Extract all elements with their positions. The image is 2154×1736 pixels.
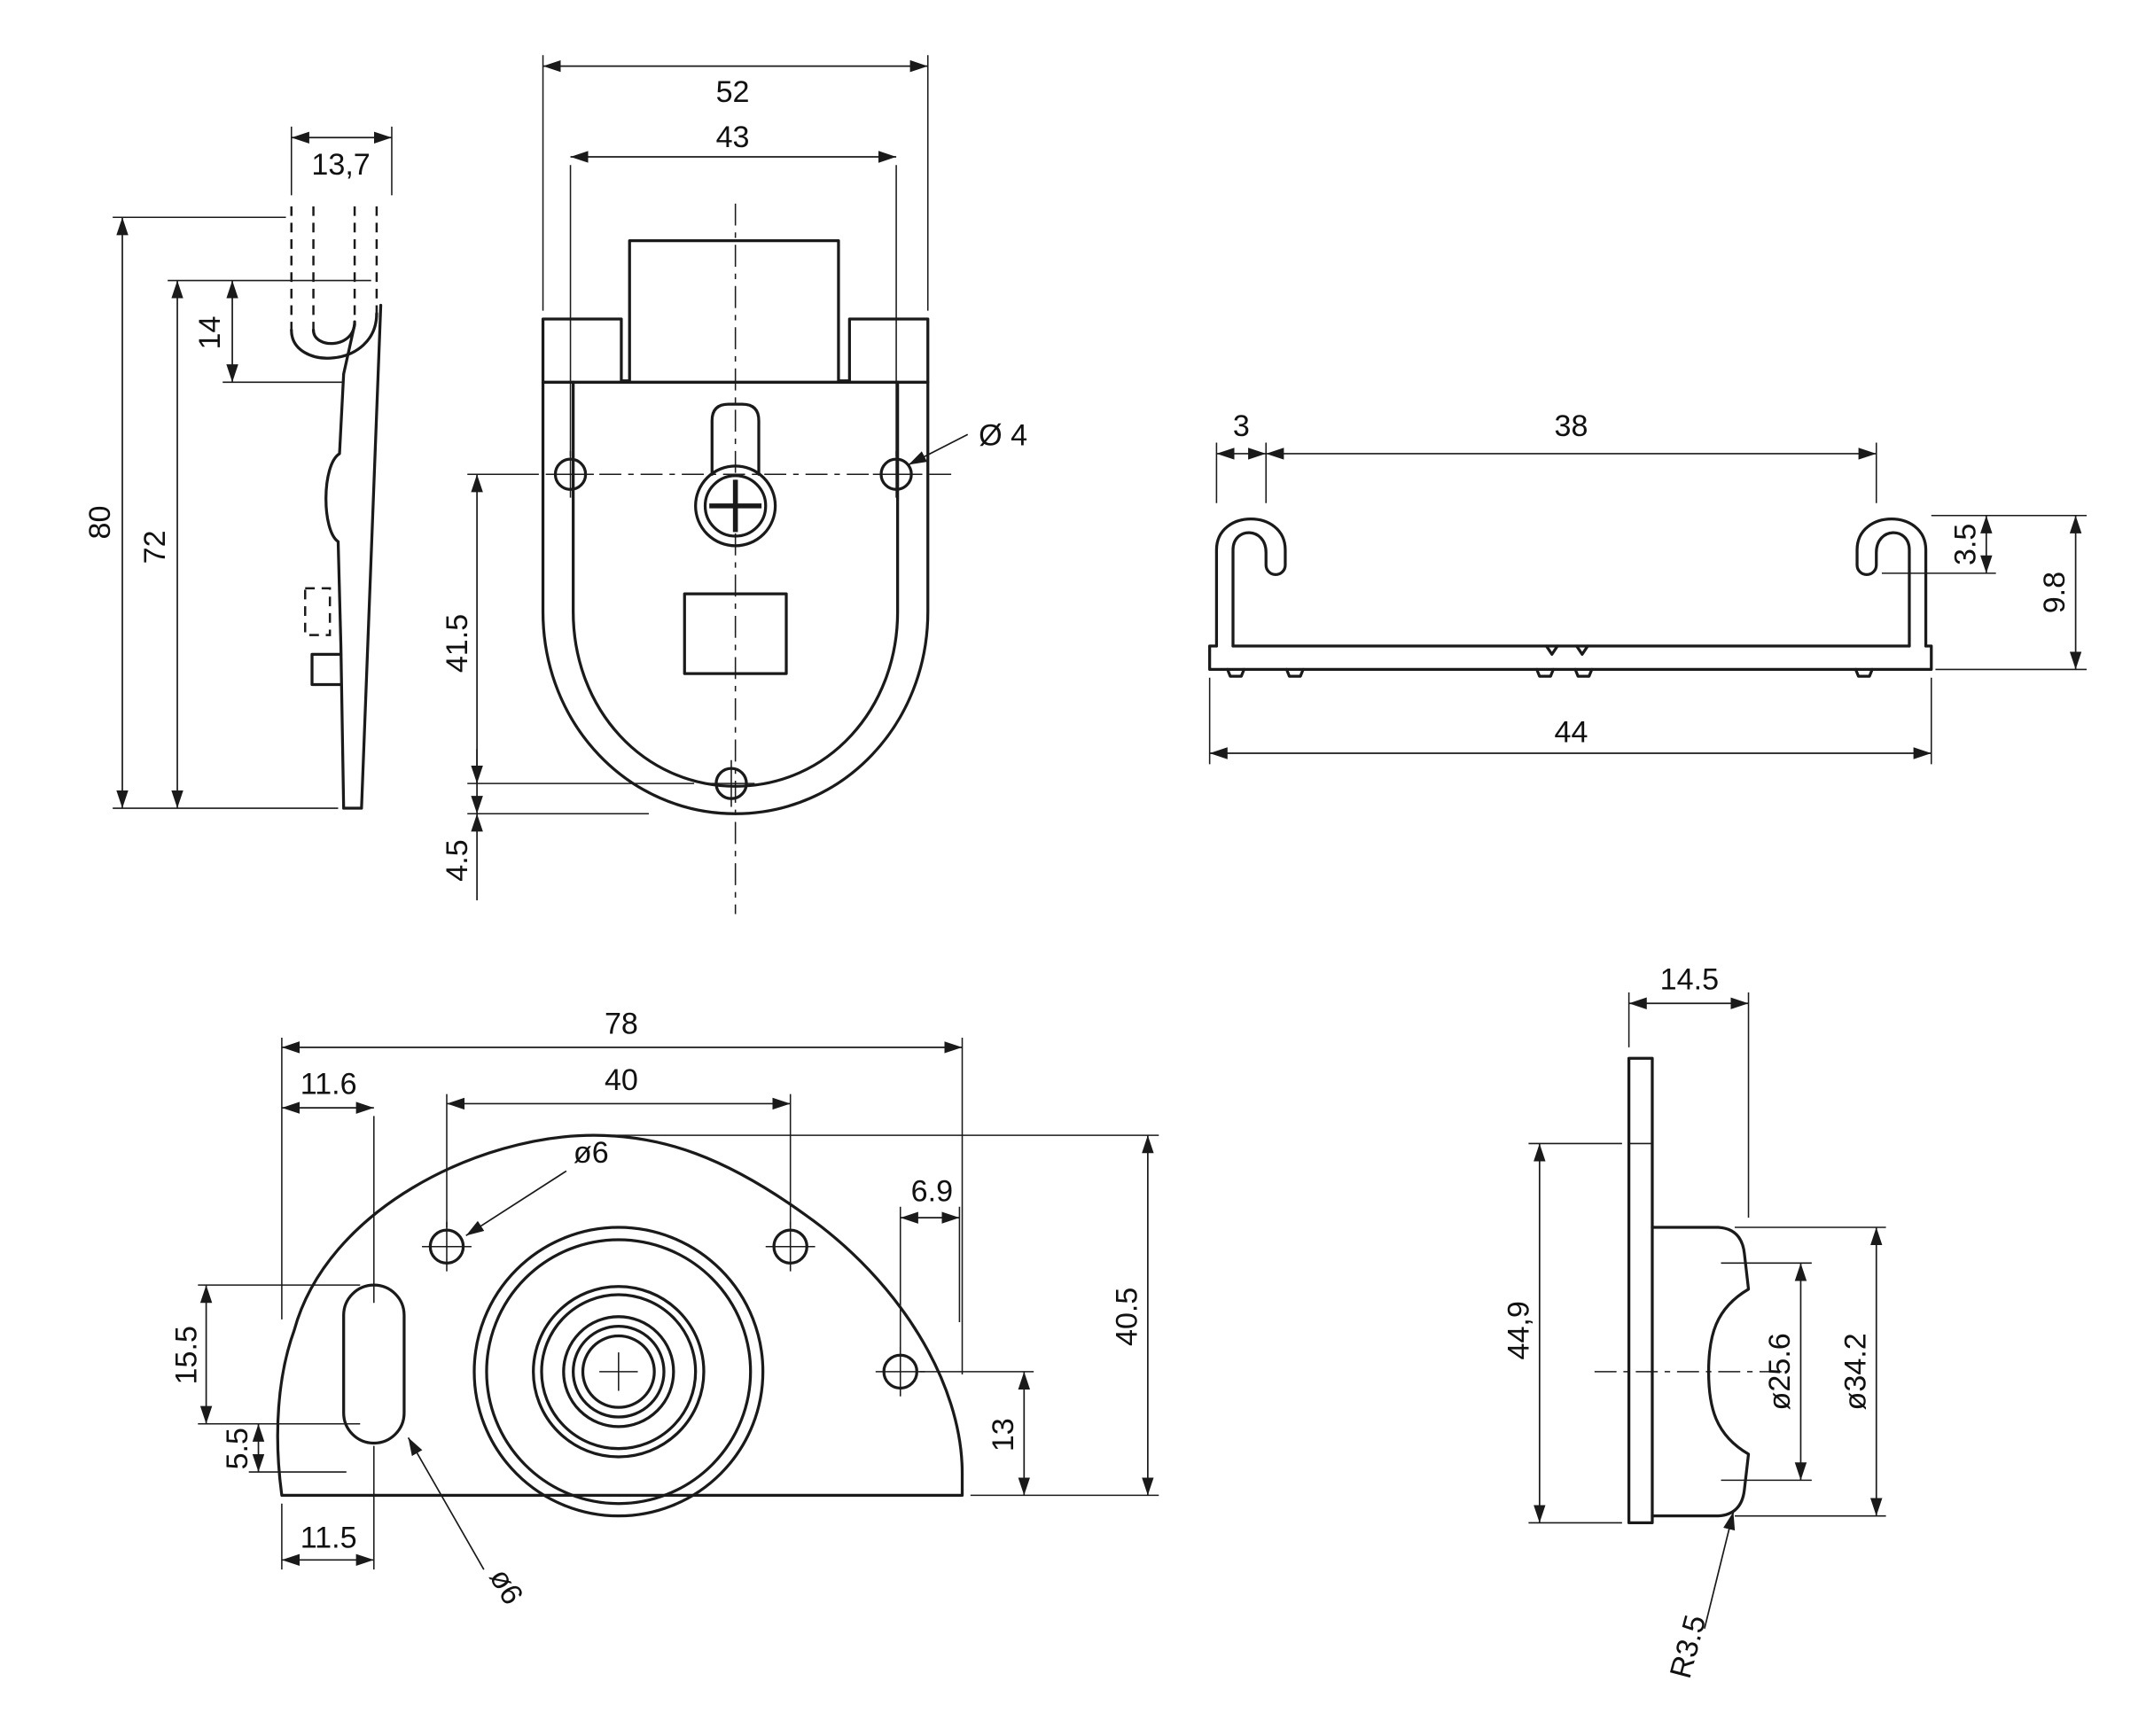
dim-label-thickness: 14.5 — [1660, 963, 1719, 997]
dim-label-groove-dia: ø25.6 — [1763, 1333, 1797, 1410]
extension-line — [113, 216, 339, 809]
dim-label-total-height: 80 — [83, 506, 117, 540]
hidden-detent — [304, 587, 332, 636]
hook-bottom-inner — [311, 320, 356, 346]
roller-side-view: 14.5 44,9 ø25.6 ø34.2 R3.5 — [1502, 963, 1886, 1682]
dim-label-outer-width: 52 — [716, 75, 750, 109]
hole-center-marks — [422, 1221, 925, 1397]
dim-label-span: 38 — [1555, 409, 1588, 443]
dim-label-hook-height: 14 — [193, 316, 227, 350]
hub-ring — [572, 1325, 666, 1419]
dim-label-slot-offset-bottom: 11.5 — [300, 1521, 357, 1554]
wheel-rim-inner — [485, 1238, 753, 1506]
screw-inner — [703, 474, 768, 538]
leader-hole-dia — [465, 1170, 567, 1237]
rail-top-notches — [1544, 644, 1589, 656]
bearing-inner — [562, 1315, 675, 1429]
plate-outline — [276, 1133, 964, 1498]
inner-contour — [572, 380, 900, 788]
dim-label-hole-span: 43 — [716, 121, 750, 154]
dim-label-plate-height: 44,9 — [1502, 1301, 1535, 1359]
bearing-race — [540, 1293, 698, 1451]
dim-label-hook-height: 3.5 — [1948, 524, 1982, 565]
bore — [581, 1334, 656, 1409]
dim-label-slot-edge: 5.5 — [221, 1428, 254, 1469]
extension-line — [899, 1206, 961, 1358]
dim-label-total-width: 44 — [1555, 716, 1588, 750]
hook-bottom-outer — [290, 312, 379, 360]
wheel-profile — [1651, 1226, 1751, 1518]
extension-line — [281, 1038, 964, 1374]
roller-plate-view: 78 11.6 40 ø6 6.9 40.5 13 15.5 5.5 11.5 … — [170, 1007, 1159, 1610]
extension-line — [613, 1134, 1159, 1497]
dim-label-lower-height: 4.5 — [441, 839, 474, 881]
dim-label-total-width: 78 — [605, 1007, 638, 1040]
extension-line — [569, 165, 897, 457]
extension-line — [1881, 514, 2088, 671]
rail-feet — [1226, 667, 1874, 678]
dim-label-hook-width: 13,7 — [311, 148, 370, 182]
rail-hook-left — [1214, 517, 1287, 648]
screw-outer — [694, 464, 777, 548]
dim-label-plate-height: 72 — [138, 530, 172, 564]
wheel-rim-outer — [472, 1226, 765, 1518]
dim-label-edge-offset: 6.9 — [911, 1175, 953, 1209]
dim-label-slot-dia: ø6 — [482, 1563, 529, 1610]
hole-center-marks — [547, 450, 920, 807]
rail-base — [1208, 644, 1933, 672]
dim-label-slot-length: 15.5 — [170, 1326, 204, 1384]
dim-label-hole-dia: Ø 4 — [979, 419, 1027, 453]
lower-tab — [310, 652, 343, 687]
latch-front-view: Ø 4 52 43 41.5 4.5 — [441, 55, 1027, 915]
dim-label-hole-bottom: 13 — [987, 1418, 1020, 1452]
dim-label-hole-dia: ø6 — [574, 1136, 609, 1170]
leader-slot-dia — [407, 1436, 485, 1570]
mount-plate — [1627, 1056, 1654, 1525]
lock-housing — [710, 402, 761, 476]
dim-label-hole-span: 40 — [605, 1063, 638, 1097]
extension-line — [1627, 992, 1750, 1218]
rail-hook-right — [1855, 517, 1928, 648]
extension-line — [446, 1094, 792, 1228]
extension-line — [1528, 1142, 1622, 1524]
extension-line — [198, 1284, 361, 1473]
leader-flange-radius — [1704, 1511, 1736, 1630]
extension-line — [1215, 442, 1877, 503]
dim-label-hook-width: 3 — [1233, 409, 1250, 443]
dim-label-total-height: 40.5 — [1110, 1288, 1143, 1346]
dim-label-outer-dia: ø34.2 — [1838, 1333, 1872, 1410]
plate-profile — [324, 303, 383, 810]
extension-line — [1735, 1226, 1886, 1517]
dim-label-slot-offset-top: 11.6 — [300, 1068, 357, 1102]
bearing-outer — [532, 1285, 706, 1459]
phillips-cross-icon — [709, 479, 762, 533]
dim-label-upper-height: 41.5 — [441, 614, 474, 673]
leader-hole-dia — [908, 433, 969, 466]
wheel-center-mark — [599, 1352, 638, 1391]
latch-outline — [541, 238, 930, 815]
square-hole — [683, 592, 788, 675]
rail-profile-view: 3 38 3.5 9.8 44 — [1208, 409, 2088, 765]
dim-label-flange-radius: R3.5 — [1664, 1612, 1713, 1682]
extension-line — [542, 55, 929, 311]
adjust-slot — [342, 1283, 406, 1445]
latch-side-view: 13,7 80 72 14 — [83, 126, 393, 810]
extension-line — [467, 473, 695, 815]
dim-label-total-height: 9.8 — [2038, 572, 2072, 613]
